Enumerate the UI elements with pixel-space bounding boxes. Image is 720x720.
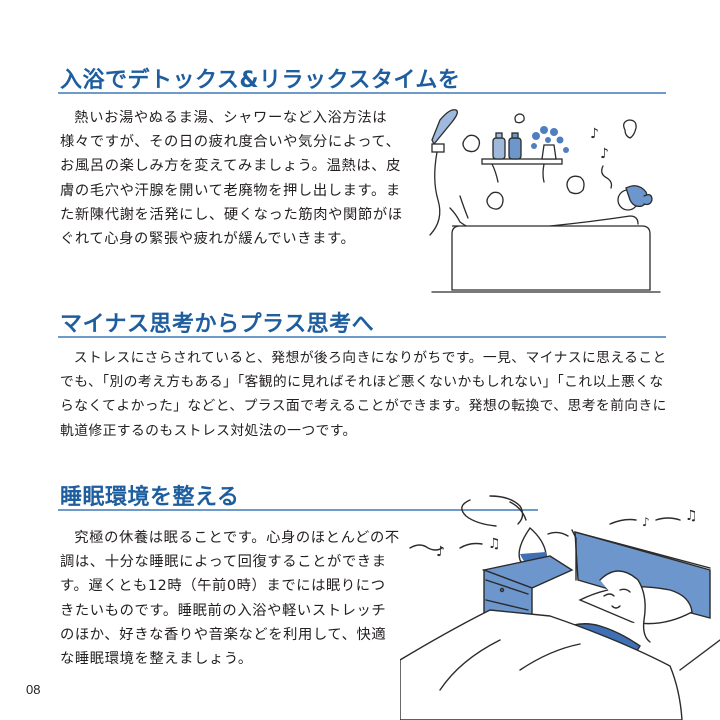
music-note-icon: ♫ xyxy=(685,508,698,524)
paragraph: ストレスにさらされていると、発想が後ろ向きになりがちです。一見、マイナスに思える… xyxy=(60,350,667,439)
section-title-bath: 入浴でデトックス&リラックスタイムを xyxy=(60,68,461,93)
section-title-positive-thinking: マイナス思考からプラス思考へ xyxy=(60,312,375,337)
section-rule xyxy=(58,509,538,511)
paragraph: 究極の休養は眠ることです。心身のほとんどの不調は、十分な睡眠によって回復すること… xyxy=(60,530,400,668)
page-number: 08 xyxy=(26,682,41,697)
music-note-icon: ♪ xyxy=(590,126,599,142)
section-body-bath: 熱いお湯やぬるま湯、シャワーなど入浴方法は様々ですが、その日の疲れ度合いや気分に… xyxy=(60,106,412,251)
music-note-icon: ♪ xyxy=(600,146,609,162)
section-body-sleep: 究極の休養は眠ることです。心身のほとんどの不調は、十分な睡眠によって回復すること… xyxy=(60,526,400,671)
section-rule xyxy=(58,336,666,338)
music-note-icon: ♪ xyxy=(642,515,650,529)
section-title-sleep: 睡眠環境を整える xyxy=(60,485,240,510)
bath-illustration: ♪ ♪ xyxy=(429,109,661,293)
section-rule xyxy=(58,92,666,94)
music-note-icon: ♫ xyxy=(488,536,501,552)
paragraph: 熱いお湯やぬるま湯、シャワーなど入浴方法は様々ですが、その日の疲れ度合いや気分に… xyxy=(60,110,403,248)
music-note-icon: ♪ xyxy=(436,544,445,560)
sleep-illustration: ♪ ♫ ♪ ♫ xyxy=(400,495,720,720)
shower-icon xyxy=(429,109,458,236)
section-body-positive-thinking: ストレスにさらされていると、発想が後ろ向きになりがちです。一見、マイナスに思える… xyxy=(60,346,670,443)
